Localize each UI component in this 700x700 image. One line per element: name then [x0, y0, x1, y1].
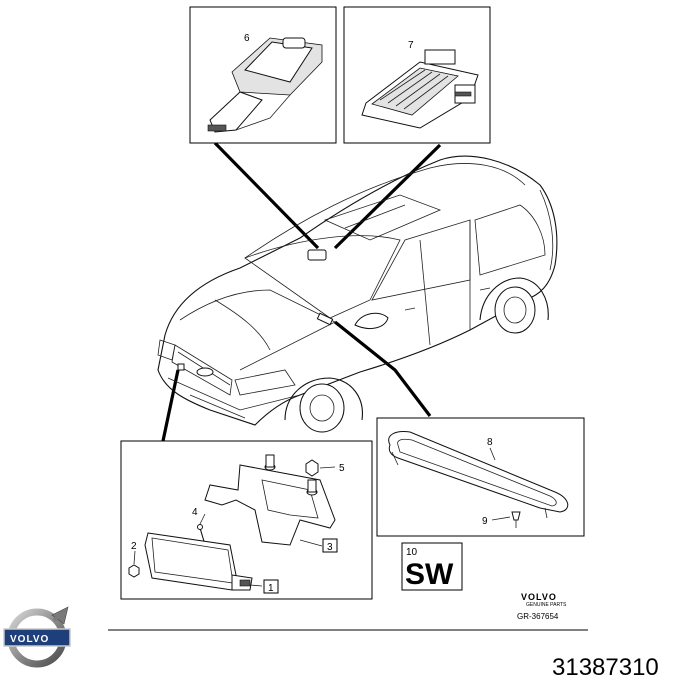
logo-wordmark: VOLVO — [10, 634, 49, 645]
callout-2: 2 — [131, 541, 137, 552]
brand-block: VOLVO GENUINE PARTS GR-367654 — [517, 592, 567, 621]
inset-part-6: 6 — [189, 6, 337, 144]
part-number: 31387310 — [552, 654, 659, 681]
callout-box-3 — [322, 538, 338, 553]
software-label: SW — [405, 558, 454, 591]
callout-4: 4 — [192, 507, 198, 518]
inset-parts-1-5: 1 3 2 4 5 — [120, 440, 373, 600]
leader-lines — [161, 141, 442, 442]
software-box: 10 SW — [401, 542, 463, 591]
callout-8: 8 — [487, 437, 493, 448]
callout-7: 7 — [408, 40, 414, 51]
callout-10: 10 — [406, 547, 418, 558]
inset-part-7: 7 — [343, 6, 491, 144]
car-illustration — [157, 155, 558, 433]
callout-5: 5 — [339, 463, 345, 474]
volvo-logo: VOLVO — [3, 606, 71, 668]
brand-subtitle: GENUINE PARTS — [526, 602, 567, 608]
diagram-reference: GR-367654 — [517, 612, 559, 621]
brand-name: VOLVO — [521, 592, 557, 602]
callout-9: 9 — [482, 516, 488, 527]
callout-1: 1 — [268, 583, 274, 594]
callout-6: 6 — [244, 33, 250, 44]
callout-3: 3 — [327, 542, 333, 553]
callout-box-1 — [263, 579, 279, 594]
inset-part-8-9: 8 9 — [376, 417, 585, 537]
